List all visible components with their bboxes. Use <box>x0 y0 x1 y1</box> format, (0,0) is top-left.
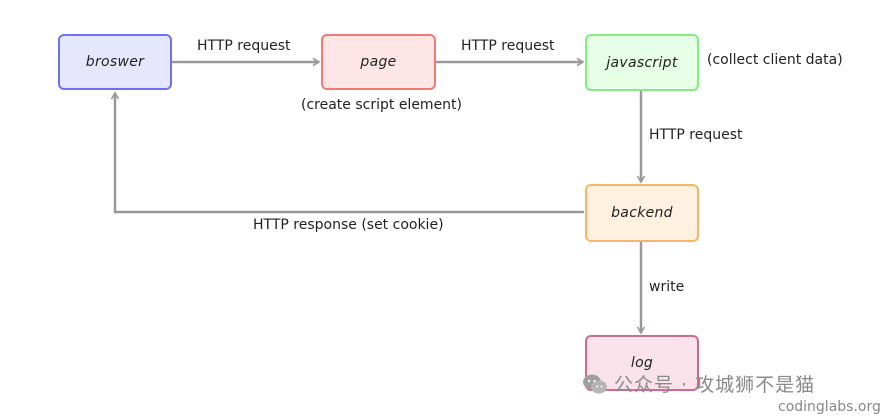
edge-label-backend-browser: HTTP response (set cookie) <box>253 217 444 233</box>
watermark-account-text: 公众号 · 攻城狮不是猫 <box>614 374 816 396</box>
edge-label-javascript-backend: HTTP request <box>649 127 743 143</box>
watermark-account: 公众号 · 攻城狮不是猫 <box>582 370 815 397</box>
node-browser-label: broswer <box>85 54 145 70</box>
edge-label-page-javascript: HTTP request <box>461 38 555 54</box>
node-page: page <box>321 34 436 90</box>
watermark-site: codinglabs.org <box>778 399 881 415</box>
edge-backend-browser <box>110 91 584 214</box>
annotation-javascript-note: (collect client data) <box>707 52 843 68</box>
edge-label-backend-log: write <box>649 279 685 295</box>
node-javascript-label: javascript <box>606 54 678 71</box>
annotation-page-note: (create script element) <box>301 97 463 113</box>
edge-label-browser-page: HTTP request <box>197 38 291 54</box>
node-page-label: page <box>360 54 397 70</box>
node-log-label: log <box>630 355 654 371</box>
node-backend-label: backend <box>611 205 673 221</box>
node-backend: backend <box>585 184 699 242</box>
node-browser: broswer <box>58 34 172 90</box>
node-javascript: javascript <box>585 34 699 91</box>
wechat-icon <box>583 374 607 393</box>
